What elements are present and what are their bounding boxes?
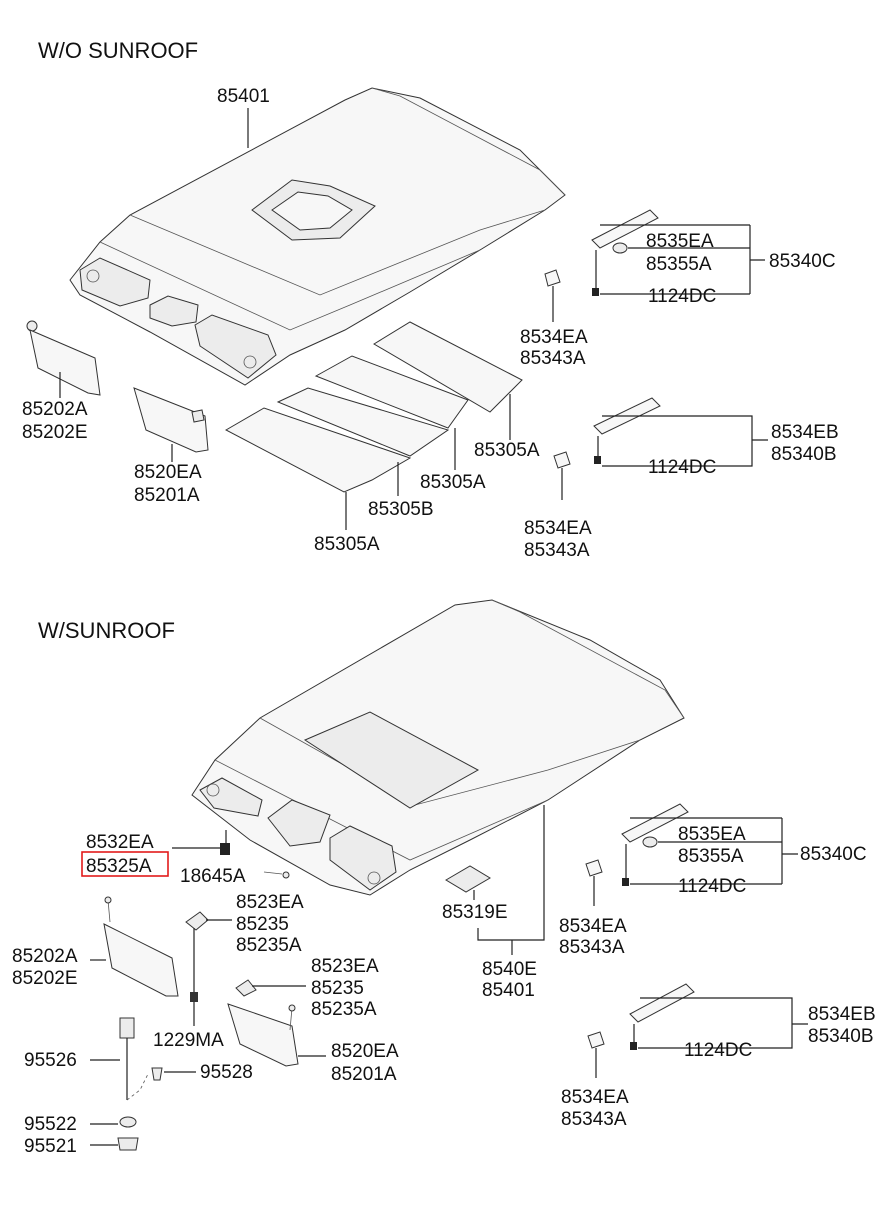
label-1124DC-a: 1124DC <box>648 286 716 307</box>
label-85201A-bottom: 85201A <box>331 1064 397 1085</box>
label-85202A-bottom: 85202A <box>12 946 78 967</box>
label-85355A: 85355A <box>646 254 712 275</box>
headlining-top <box>69 87 566 386</box>
label-85340B-top: 85340B <box>771 444 837 465</box>
cap-a-bottom <box>585 859 603 877</box>
label-95522: 95522 <box>24 1114 77 1135</box>
label-8523EA-a: 8523EA <box>236 892 304 913</box>
label-85202A-top: 85202A <box>22 399 88 420</box>
label-1124DC-b-top: 1124DC <box>648 457 716 478</box>
label-8532EA: 8532EA <box>86 832 154 853</box>
label-8535EA: 8535EA <box>646 231 714 252</box>
label-85340B-bottom: 85340B <box>808 1026 874 1047</box>
highlight-box[interactable] <box>81 851 169 877</box>
label-1124DC-a-bottom: 1124DC <box>678 876 746 897</box>
holder-clip <box>220 843 230 855</box>
label-pad-3: 85305B <box>368 499 434 520</box>
label-85235A-a: 85235A <box>236 935 302 956</box>
label-1229MA: 1229MA <box>153 1030 224 1051</box>
grab-handle-b-bottom <box>629 983 695 1050</box>
label-8534EA-b-top: 8534EA <box>524 518 592 539</box>
wiring-assembly <box>117 1017 163 1151</box>
label-85340C: 85340C <box>769 251 836 272</box>
label-pad-2: 85305A <box>420 472 486 493</box>
label-85325A-highlight[interactable]: 85325A <box>86 856 152 877</box>
label-95526: 95526 <box>24 1050 77 1071</box>
label-85343A-a: 85343A <box>520 348 586 369</box>
label-8540E: 8540E <box>482 959 537 980</box>
clip-18645A <box>282 871 290 879</box>
leaders-pads-top <box>345 394 511 530</box>
label-8534EA-a-bottom: 8534EA <box>559 916 627 937</box>
sun-visor-left-bottom <box>103 896 179 997</box>
label-85235-b: 85235 <box>311 978 364 999</box>
grab-handle-b-top <box>593 397 661 464</box>
leader-handle-a-top <box>600 224 765 295</box>
leader-headlining-bottom <box>477 805 545 955</box>
header-without-sunroof: W/O SUNROOF <box>38 38 198 63</box>
header-with-sunroof: W/SUNROOF <box>38 618 175 643</box>
label-18645A: 18645A <box>180 866 246 887</box>
cap-b-bottom <box>587 1031 605 1049</box>
label-85201A-top: 85201A <box>134 485 200 506</box>
sun-visor-left-top <box>26 320 101 396</box>
leader-handle-a-bottom <box>630 817 798 885</box>
cap-a-top <box>544 269 561 287</box>
label-8534EA-a: 8534EA <box>520 327 588 348</box>
label-85343A-b-top: 85343A <box>524 540 590 561</box>
label-85340C-bottom: 85340C <box>800 844 867 865</box>
sun-visor-right-top <box>133 387 209 453</box>
label-95521: 95521 <box>24 1136 77 1157</box>
label-8534EB-top: 8534EB <box>771 422 839 443</box>
label-85319E: 85319E <box>442 902 508 923</box>
sun-visor-right-bottom <box>227 1003 299 1067</box>
screw-1229MA <box>190 992 198 1002</box>
label-85401: 85401 <box>217 86 270 107</box>
label-85202E-top: 85202E <box>22 422 88 443</box>
label-85202E-bottom: 85202E <box>12 968 78 989</box>
label-8534EB-bottom: 8534EB <box>808 1004 876 1025</box>
label-85235-a: 85235 <box>236 914 289 935</box>
label-85343A-a-bottom: 85343A <box>559 937 625 958</box>
grab-handle-a-top <box>591 209 659 296</box>
cap-b-top <box>553 451 571 469</box>
bracket-b <box>235 979 257 997</box>
label-8520EA-top: 8520EA <box>134 462 202 483</box>
label-1124DC-b-bottom: 1124DC <box>684 1040 752 1061</box>
bracket-a <box>185 911 209 931</box>
label-85235A-b: 85235A <box>311 999 377 1020</box>
leader-handle-b-bottom <box>638 997 808 1049</box>
grab-handle-a-bottom <box>621 803 689 886</box>
patch-85319E <box>445 865 491 893</box>
label-8534EA-b-bottom: 8534EA <box>561 1087 629 1108</box>
label-85355A-bottom: 85355A <box>678 846 744 867</box>
label-85401-bottom: 85401 <box>482 980 535 1001</box>
label-85343A-b-bottom: 85343A <box>561 1109 627 1130</box>
leader-handle-b-top <box>602 415 768 467</box>
label-pad-4: 85305A <box>314 534 380 555</box>
label-95528: 95528 <box>200 1062 253 1083</box>
headlining-pads-top <box>224 321 523 493</box>
label-8520EA-bottom: 8520EA <box>331 1041 399 1062</box>
label-8535EA-bottom: 8535EA <box>678 824 746 845</box>
headlining-bottom <box>191 599 685 896</box>
label-pad-1: 85305A <box>474 440 540 461</box>
label-8523EA-b: 8523EA <box>311 956 379 977</box>
